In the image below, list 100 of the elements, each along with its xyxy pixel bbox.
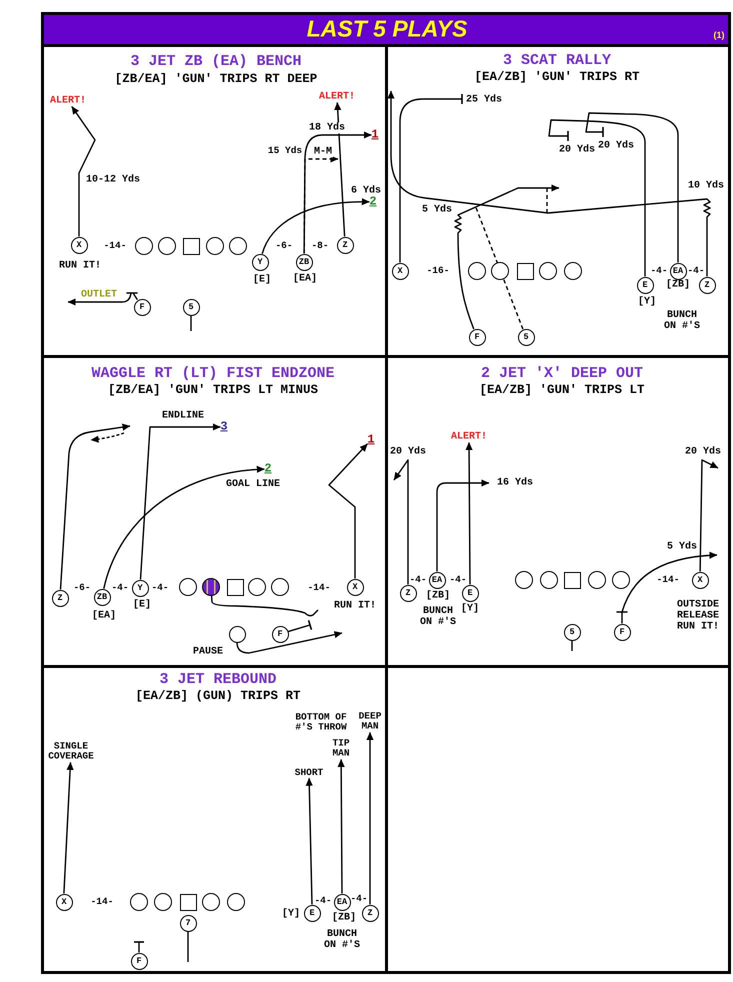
block-route xyxy=(548,119,646,276)
spacing-label: -6- xyxy=(73,582,91,594)
route-note: GOAL LINE xyxy=(226,478,280,490)
player-circle xyxy=(182,298,200,316)
play-title: 3 SCAT RALLY xyxy=(502,52,612,70)
play-title: 3 JET REBOUND xyxy=(159,672,277,688)
striped-lineman-circle xyxy=(202,578,220,596)
lineman-circle xyxy=(206,237,224,255)
block-route xyxy=(133,941,145,952)
player-letter: E xyxy=(642,280,648,290)
diagram-title: LAST 5 PLAYS xyxy=(306,16,468,42)
route-arrow xyxy=(328,443,368,578)
play-title: WAGGLE RT (LT) FIST ENDZONE xyxy=(91,366,335,382)
player-note: [ZB] xyxy=(666,280,690,290)
route-arrow xyxy=(306,778,313,905)
route-arrow xyxy=(387,90,711,276)
route-arrow xyxy=(262,198,370,254)
lineman-circle xyxy=(612,571,630,589)
lineman-circle xyxy=(515,571,533,589)
formation-note: BUNCH ON #'S xyxy=(322,929,361,951)
lineman-circle xyxy=(491,262,509,280)
player-note: [ZB] xyxy=(332,912,356,924)
player-circle xyxy=(468,328,486,346)
player-letter: 7 xyxy=(185,918,191,928)
route-note: TIP MAN xyxy=(330,738,352,760)
player-note: [Y] xyxy=(461,604,479,614)
alert-text: ALERT! xyxy=(50,96,86,106)
player-circle xyxy=(564,624,580,640)
formation-label: [EA/ZB] (GUN) TRIPS RT xyxy=(135,690,301,704)
player-circle xyxy=(400,584,416,602)
lineman-circle xyxy=(179,578,197,596)
play-title: 2 JET 'X' DEEP OUT xyxy=(480,366,644,382)
spacing-label: -4- xyxy=(111,582,129,594)
spacing-label: -14- xyxy=(90,896,114,908)
player-letter: ZB xyxy=(298,258,310,266)
spacing-label: -4- xyxy=(687,266,705,276)
lineman-circle xyxy=(227,893,245,911)
route-arrow xyxy=(699,459,718,572)
player-letter: F xyxy=(474,332,480,342)
formation-label: [EA/ZB] 'GUN' TRIPS LT xyxy=(479,384,645,398)
edge-label: M-M xyxy=(313,146,333,158)
player-note: RUN IT! xyxy=(334,600,376,612)
block-route xyxy=(399,93,463,262)
player-letter: E xyxy=(467,588,473,598)
progression-number: 1 xyxy=(367,433,375,447)
center-square xyxy=(182,238,200,254)
lineman-circle xyxy=(540,571,558,589)
player-letter: Z xyxy=(405,588,411,598)
player-note: [ZB] xyxy=(426,590,450,602)
player-circle xyxy=(52,590,68,606)
lineman-circle xyxy=(468,262,486,280)
player-letter: Y xyxy=(137,584,143,592)
block-route xyxy=(288,619,312,632)
route-line xyxy=(571,640,573,651)
route-arrow xyxy=(338,759,345,894)
player-note: OUTSIDE RELEASE RUN IT! xyxy=(676,600,720,632)
player-letter: EA xyxy=(336,898,348,906)
player-circle xyxy=(56,894,72,910)
alert-text: ALERT! xyxy=(451,432,487,442)
route-arrow xyxy=(63,762,74,894)
player-circle xyxy=(614,624,630,640)
player-note: RUN IT! xyxy=(59,260,101,272)
spacing-label: -4- xyxy=(409,574,427,586)
edge-label: 18 Yds xyxy=(308,122,346,134)
progression-number: 2 xyxy=(264,462,272,476)
player-circle xyxy=(228,626,246,642)
player-circle xyxy=(392,262,408,280)
player-letter: ZB xyxy=(96,592,108,602)
player-letter: X xyxy=(397,266,403,276)
player-letter: Z xyxy=(367,908,373,918)
lineman-circle xyxy=(135,237,153,255)
route-note: SHORT xyxy=(294,768,324,778)
lineman-circle xyxy=(564,262,582,280)
player-letter: 5 xyxy=(569,628,575,636)
player-letter: E xyxy=(309,908,315,918)
spacing-label: -4- xyxy=(151,582,169,594)
spacing-label: -8- xyxy=(311,240,329,252)
player-letter: X xyxy=(61,898,67,906)
lineman-circle xyxy=(229,237,247,255)
player-letter: Z xyxy=(342,240,348,250)
dashed-route-arrow xyxy=(303,155,338,254)
block-route xyxy=(585,112,679,262)
center-square xyxy=(226,578,244,596)
player-letter: Z xyxy=(57,594,63,602)
route-arrow xyxy=(393,459,409,584)
route-note: BOTTOM OF #'S THROW xyxy=(294,712,348,734)
center-square xyxy=(564,572,580,588)
route-arrow xyxy=(71,106,96,236)
player-circle xyxy=(272,626,288,642)
player-circle xyxy=(180,914,196,932)
alert-text: ALERT! xyxy=(319,92,355,102)
route-arrow xyxy=(366,732,374,904)
player-circle xyxy=(134,298,150,316)
progression-number: 1 xyxy=(371,128,379,142)
spacing-label: -6- xyxy=(275,240,293,252)
player-note: [E] xyxy=(133,600,151,610)
lineman-circle xyxy=(154,893,172,911)
player-note: [Y] xyxy=(638,296,656,308)
lineman-circle xyxy=(539,262,557,280)
lineman-circle xyxy=(588,571,606,589)
